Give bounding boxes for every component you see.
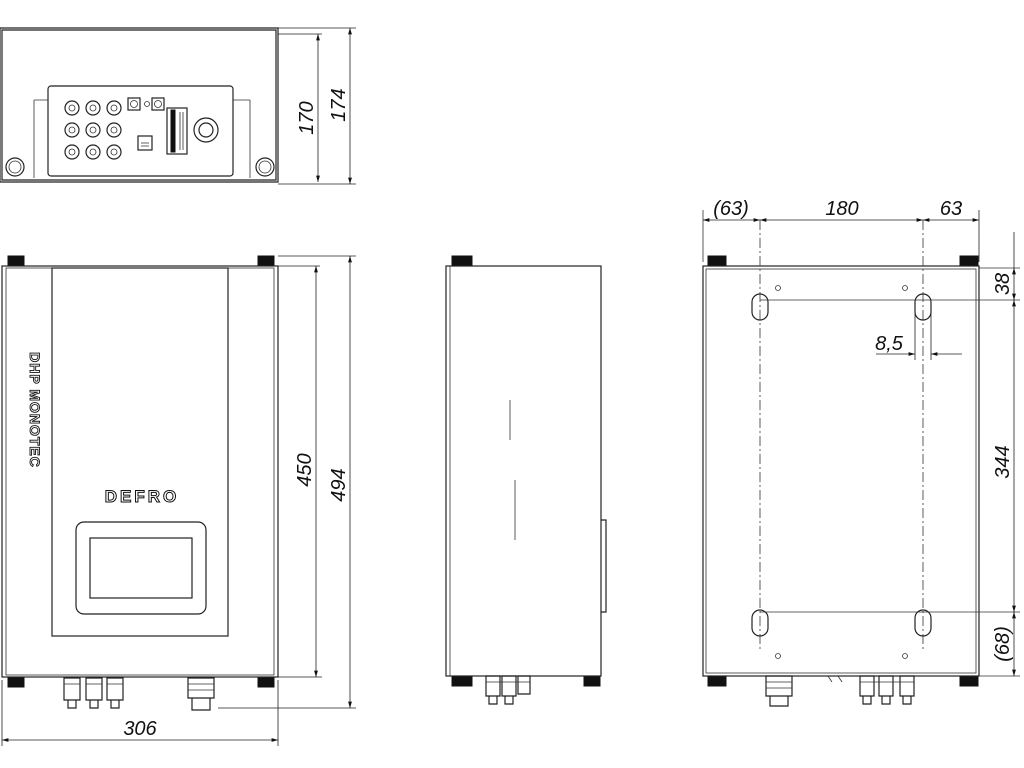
- display-bezel: [75, 521, 207, 615]
- dim-back-344: 344: [992, 445, 1014, 478]
- main-gland: [193, 117, 219, 143]
- rj-port: [137, 135, 153, 151]
- connector-panel: [47, 85, 234, 177]
- dim-back-right-63: 63: [940, 198, 962, 220]
- dim-back-hole-8-5: 8,5: [875, 333, 904, 355]
- mounting-slots: [751, 293, 932, 637]
- dim-back-38: 38: [992, 273, 1014, 295]
- back-view: (63) 180 63 8,5 38 344 (68): [702, 198, 1020, 707]
- dim-front-306: 306: [123, 718, 157, 740]
- dim-front-494: 494: [328, 468, 350, 501]
- side-cable-glands: [485, 675, 531, 705]
- brand-label: DEFRO: [105, 487, 180, 506]
- dim-back-left-63: (63): [713, 198, 749, 220]
- terminal-block: [166, 107, 188, 155]
- side-view: [445, 255, 607, 705]
- foot-right: [255, 157, 275, 177]
- display-screen: [89, 537, 193, 599]
- front-view: DHP MONOTEC DEFRO 450 494 306: [1, 255, 356, 746]
- dim-front-450: 450: [294, 453, 316, 486]
- dim-top-174: 174: [328, 88, 350, 121]
- dim-top-170: 170: [296, 101, 318, 134]
- front-panel: [51, 267, 229, 637]
- dim-back-180: 180: [825, 198, 858, 220]
- dim-back-68: (68): [992, 626, 1014, 662]
- back-cable-glands: [765, 675, 915, 707]
- model-label: DHP MONOTEC: [27, 352, 43, 468]
- foot-left: [5, 157, 25, 177]
- top-view: 170 174: [0, 27, 356, 185]
- front-cable-glands: [63, 677, 215, 711]
- cable-glands-grid: [64, 100, 122, 160]
